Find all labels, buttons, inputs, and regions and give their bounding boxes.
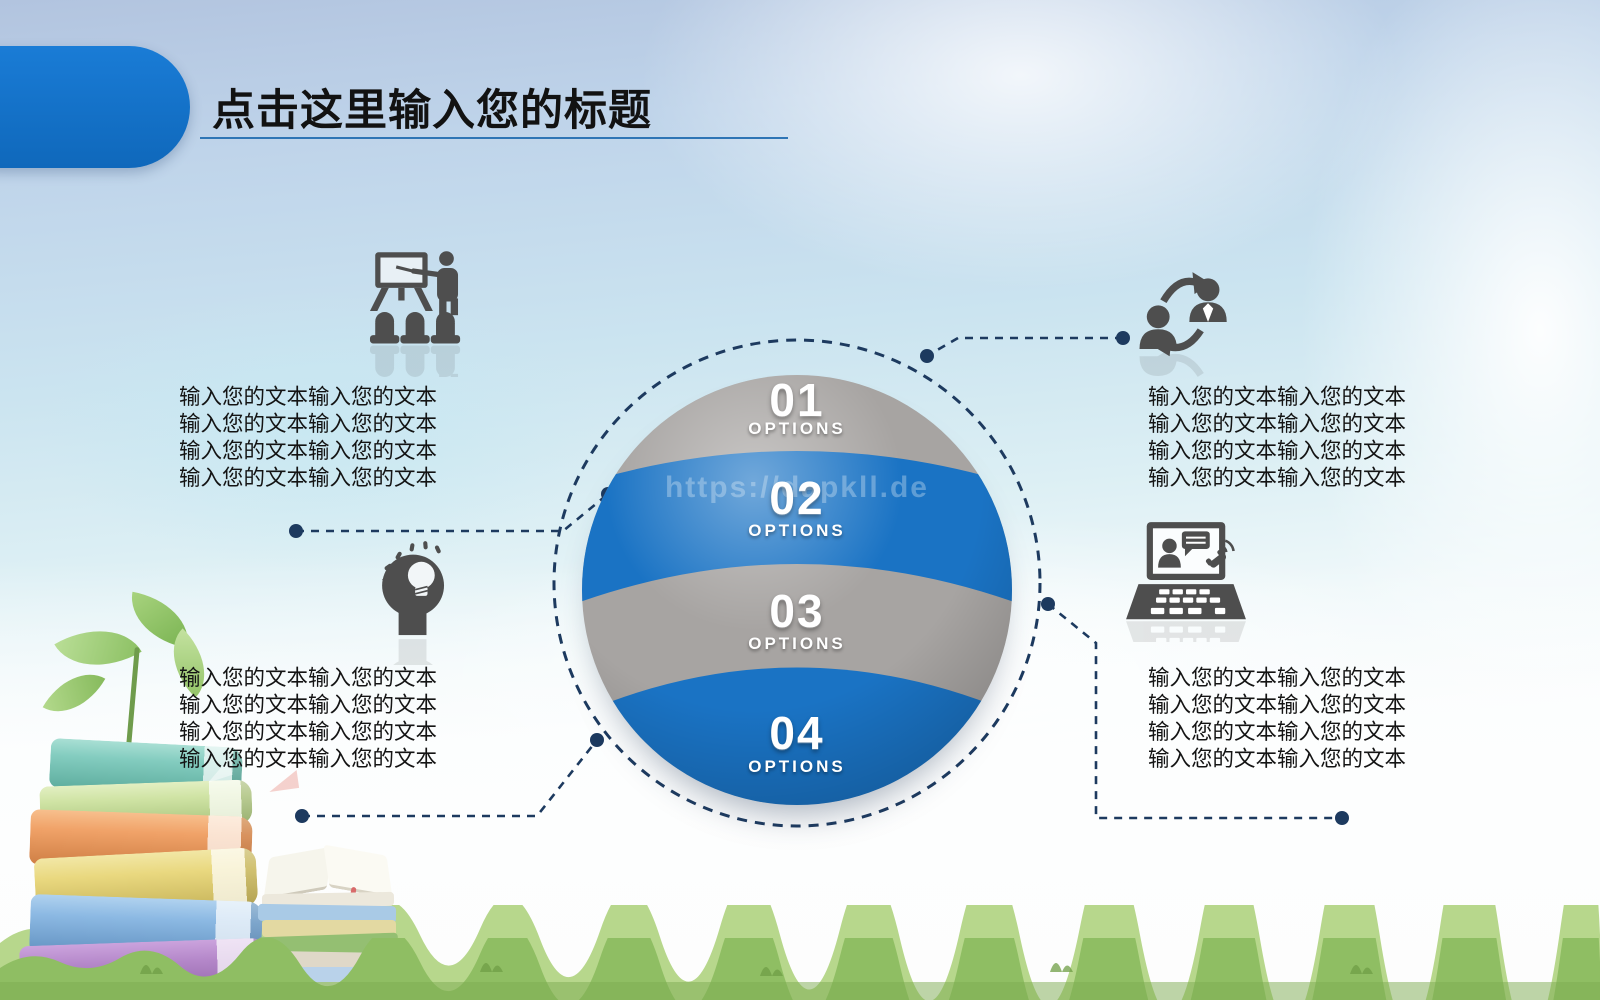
- text-placeholder-bottom-left[interactable]: 输入您的文本输入您的文本 输入您的文本输入您的文本 输入您的文本输入您的文本 输…: [179, 665, 459, 773]
- placeholder-line: 输入您的文本输入您的文本: [179, 693, 438, 717]
- placeholder-line: 输入您的文本输入您的文本: [1148, 666, 1407, 690]
- laptop-communication-icon[interactable]: [1124, 520, 1248, 642]
- placeholder-line: 输入您的文本输入您的文本: [1148, 385, 1407, 409]
- options-sphere[interactable]: https://dapkll.de 01 OPTIONS 02 OPTIONS …: [582, 375, 1012, 805]
- open-book-page: [323, 844, 393, 899]
- placeholder-line: 输入您的文本输入您的文本: [1148, 412, 1407, 436]
- title-accent-shape: [0, 46, 190, 168]
- segment-02-label: OPTIONS: [748, 521, 846, 540]
- placeholder-line: 输入您的文本输入您的文本: [179, 385, 438, 409]
- segment-03-label: OPTIONS: [748, 634, 846, 653]
- segment-04-label: OPTIONS: [748, 757, 846, 776]
- leaf: [42, 658, 106, 728]
- placeholder-line: 输入您的文本输入您的文本: [179, 720, 438, 744]
- placeholder-line: 输入您的文本输入您的文本: [179, 412, 438, 436]
- plant-stem: [125, 646, 140, 758]
- placeholder-line: 输入您的文本输入您的文本: [1148, 747, 1407, 771]
- text-placeholder-bottom-right[interactable]: 输入您的文本输入您的文本 输入您的文本输入您的文本 输入您的文本输入您的文本 输…: [1148, 665, 1428, 773]
- people-exchange-icon[interactable]: [1128, 268, 1232, 377]
- placeholder-line: 输入您的文本输入您的文本: [179, 747, 438, 771]
- segment-01-number[interactable]: 01: [769, 375, 825, 426]
- placeholder-line: 输入您的文本输入您的文本: [1148, 466, 1407, 490]
- classroom-presentation-icon[interactable]: [356, 246, 472, 377]
- sphere-bands: [582, 451, 1012, 805]
- book: [262, 920, 396, 937]
- placeholder-line: 输入您的文本输入您的文本: [179, 466, 438, 490]
- placeholder-line: 输入您的文本输入您的文本: [1148, 720, 1407, 744]
- title-underline: [200, 137, 788, 139]
- grass-front: [0, 938, 1600, 1000]
- segment-01-label: OPTIONS: [748, 419, 846, 438]
- text-placeholder-top-right[interactable]: 输入您的文本输入您的文本 输入您的文本输入您的文本 输入您的文本输入您的文本 输…: [1148, 384, 1428, 492]
- text-placeholder-top-left[interactable]: 输入您的文本输入您的文本 输入您的文本输入您的文本 输入您的文本输入您的文本 输…: [179, 384, 459, 492]
- placeholder-line: 输入您的文本输入您的文本: [179, 666, 438, 690]
- placeholder-line: 输入您的文本输入您的文本: [179, 439, 438, 463]
- segment-02-number[interactable]: 02: [769, 472, 825, 524]
- placeholder-line: 输入您的文本输入您的文本: [1148, 439, 1407, 463]
- slide-title[interactable]: 点击这里输入您的标题: [212, 87, 652, 135]
- sphere-shading: [582, 375, 1012, 805]
- segment-03-number[interactable]: 03: [769, 585, 825, 637]
- segment-04-number[interactable]: 04: [769, 707, 825, 759]
- idea-head-icon[interactable]: [368, 536, 454, 665]
- watermark: https://dapkll.de: [664, 471, 929, 504]
- placeholder-line: 输入您的文本输入您的文本: [1148, 693, 1407, 717]
